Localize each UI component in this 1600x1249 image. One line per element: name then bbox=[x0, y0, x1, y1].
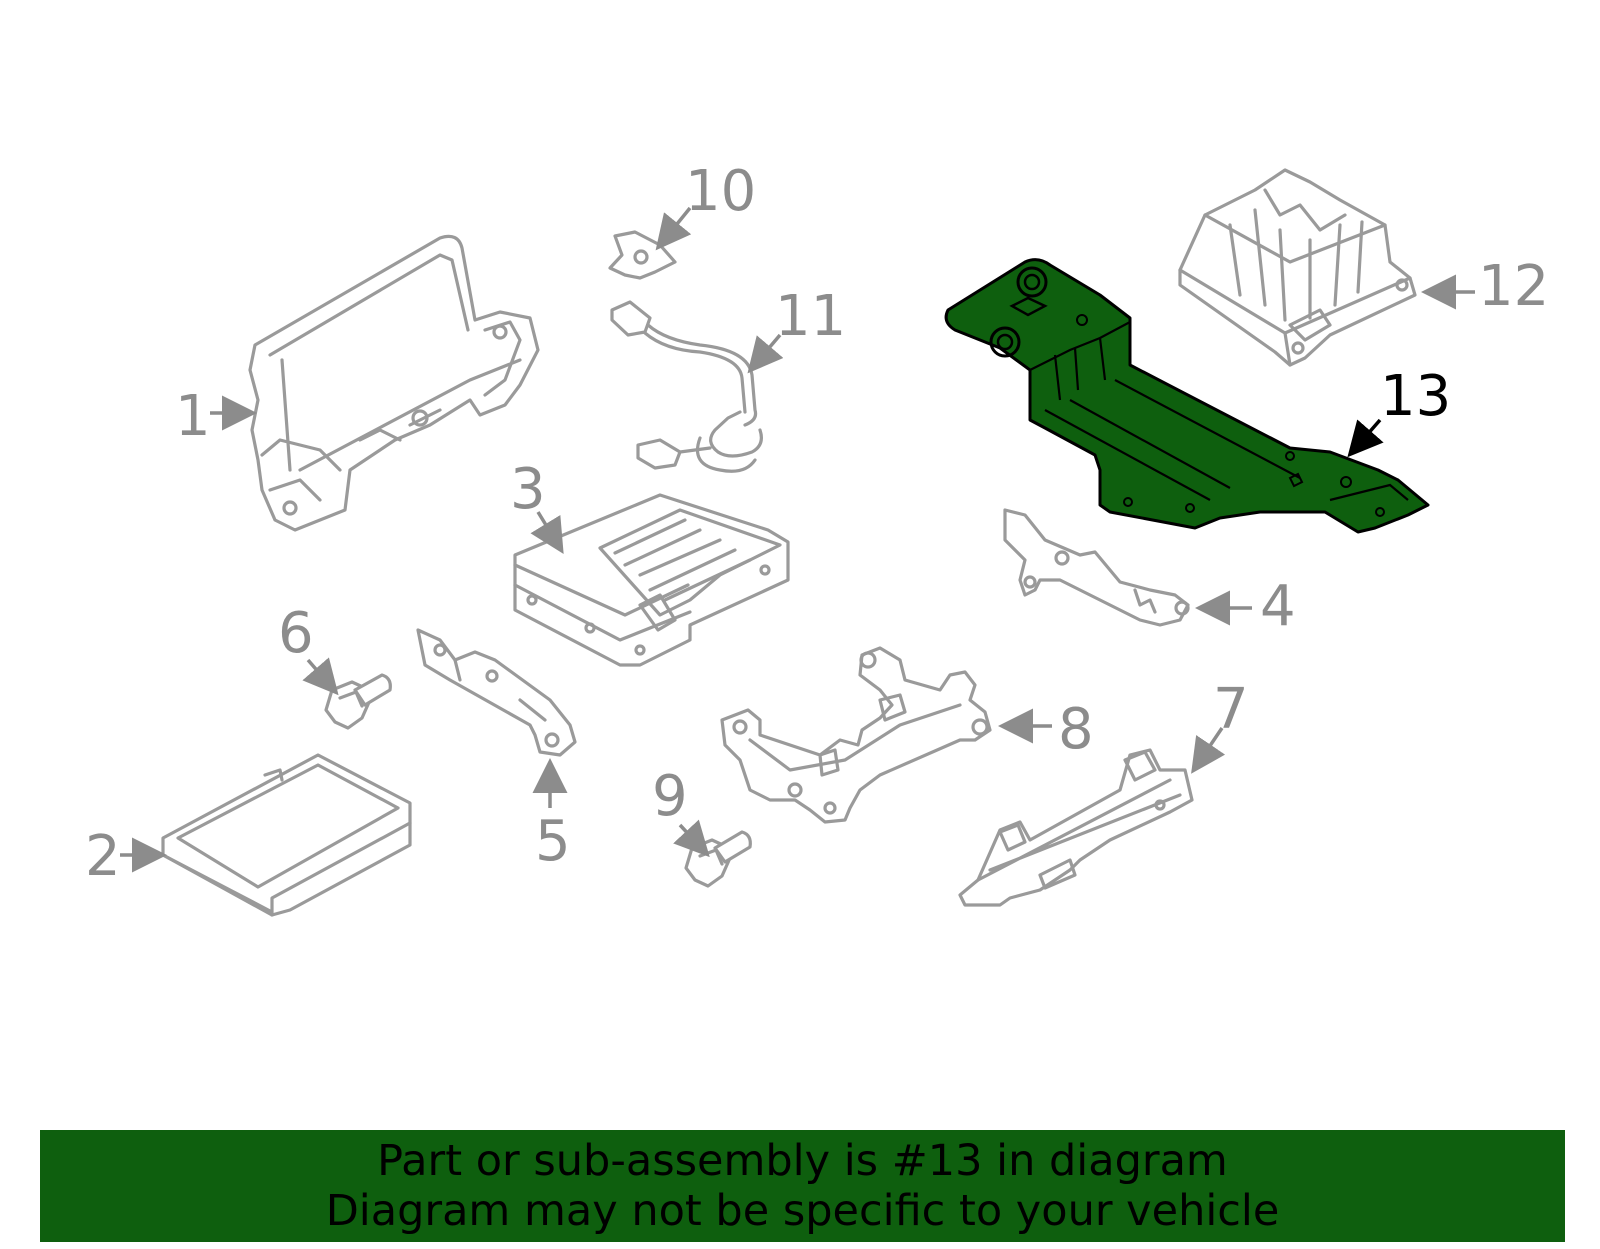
part-info-banner: Part or sub-assembly is #13 in diagram D… bbox=[40, 1130, 1565, 1242]
part-12-module-housing[interactable] bbox=[1178, 168, 1417, 367]
callout-12: 12 bbox=[1478, 254, 1549, 319]
callout-11: 11 bbox=[775, 284, 846, 349]
leader-11 bbox=[747, 333, 784, 374]
parts-diagram: 1 2 3 4 5 6 7 8 9 10 11 12 13 bbox=[85, 159, 1549, 917]
callout-4: 4 bbox=[1260, 574, 1296, 639]
callout-3: 3 bbox=[510, 457, 546, 522]
part-2-cover-plate[interactable] bbox=[161, 753, 412, 917]
part-7-rail-bracket[interactable] bbox=[958, 748, 1194, 907]
callout-6: 6 bbox=[278, 601, 314, 666]
part-6-bolt[interactable] bbox=[324, 673, 392, 730]
part-5-bracket[interactable] bbox=[416, 628, 577, 757]
part-11-wiring-harness[interactable] bbox=[610, 300, 763, 473]
callout-7: 7 bbox=[1213, 677, 1249, 742]
banner-line-2: Diagram may not be specific to your vehi… bbox=[325, 1186, 1280, 1236]
leader-10 bbox=[655, 206, 692, 251]
part-8-mounting-bracket[interactable] bbox=[720, 646, 992, 824]
callout-5: 5 bbox=[535, 809, 571, 874]
part-3-control-module[interactable] bbox=[513, 493, 790, 667]
leader-3 bbox=[530, 511, 564, 554]
part-10-clip[interactable] bbox=[608, 230, 677, 280]
callout-13: 13 bbox=[1380, 364, 1451, 429]
leader-6 bbox=[302, 657, 339, 696]
part-13-support-bracket[interactable] bbox=[944, 258, 1430, 534]
callout-9: 9 bbox=[652, 764, 688, 829]
leader-13 bbox=[1347, 418, 1384, 458]
callout-1: 1 bbox=[175, 384, 211, 449]
callout-10: 10 bbox=[685, 159, 756, 224]
part-4-bracket[interactable] bbox=[1003, 508, 1190, 627]
leader-9 bbox=[673, 819, 710, 858]
callout-8: 8 bbox=[1058, 697, 1094, 762]
banner-line-1: Part or sub-assembly is #13 in diagram bbox=[377, 1136, 1228, 1186]
leader-7 bbox=[1191, 727, 1226, 774]
callout-2: 2 bbox=[85, 824, 121, 889]
part-1-display-unit[interactable] bbox=[248, 234, 540, 532]
